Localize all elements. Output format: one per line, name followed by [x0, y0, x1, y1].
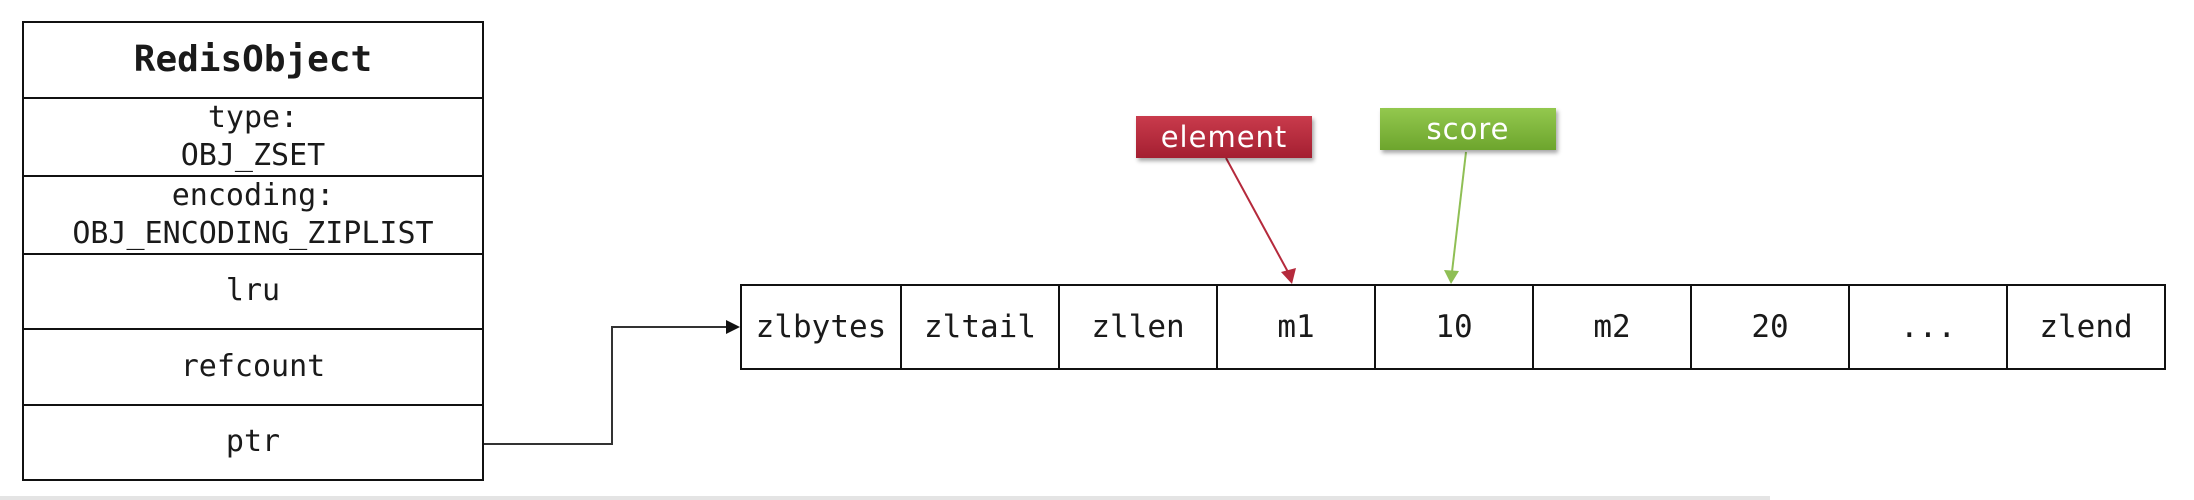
bottom-divider — [0, 496, 1770, 500]
redis-object-title: RedisObject — [133, 38, 373, 80]
element-arrow — [1225, 157, 1289, 273]
ziplist-cell-ellipsis: ... — [1848, 286, 2006, 368]
ziplist-cell-score-10: 10 — [1374, 286, 1532, 368]
encoding-label: encoding: — [171, 177, 335, 213]
ziplist-cell-m2: m2 — [1532, 286, 1690, 368]
encoding-cell: encoding: OBJ_ENCODING_ZIPLIST — [24, 174, 482, 253]
ziplist-cell-zlend: zlend — [2006, 286, 2164, 368]
type-label: type: — [207, 99, 299, 135]
type-cell: type: OBJ_ZSET — [24, 96, 482, 175]
redis-object-title-cell: RedisObject — [24, 23, 482, 97]
ziplist-cell-zllen: zllen — [1058, 286, 1216, 368]
score-arrow — [1451, 151, 1467, 273]
ziplist-cell-m1: m1 — [1216, 286, 1374, 368]
refcount-cell: refcount — [24, 328, 482, 404]
score-tag: score — [1380, 108, 1556, 150]
element-tag: element — [1136, 116, 1312, 158]
element-arrowhead — [1281, 268, 1296, 284]
lru-label: lru — [225, 273, 281, 309]
encoding-value: OBJ_ENCODING_ZIPLIST — [72, 215, 434, 251]
ptr-arrow — [484, 326, 738, 445]
ptr-arrowhead — [726, 320, 740, 334]
score-arrowhead — [1444, 270, 1459, 284]
lru-cell: lru — [24, 252, 482, 329]
ziplist-cell-score-20: 20 — [1690, 286, 1848, 368]
ziplist-cell-zltail: zltail — [900, 286, 1058, 368]
ptr-label: ptr — [225, 424, 281, 460]
refcount-label: refcount — [180, 348, 326, 384]
ziplist: zlbytes zltail zllen m1 10 m2 20 ... zle… — [740, 284, 2166, 370]
type-value: OBJ_ZSET — [180, 137, 326, 173]
ziplist-cell-zlbytes: zlbytes — [755, 309, 887, 345]
redis-object-table: RedisObject type: OBJ_ZSET encoding: OBJ… — [22, 21, 484, 481]
ptr-cell: ptr — [24, 403, 482, 480]
